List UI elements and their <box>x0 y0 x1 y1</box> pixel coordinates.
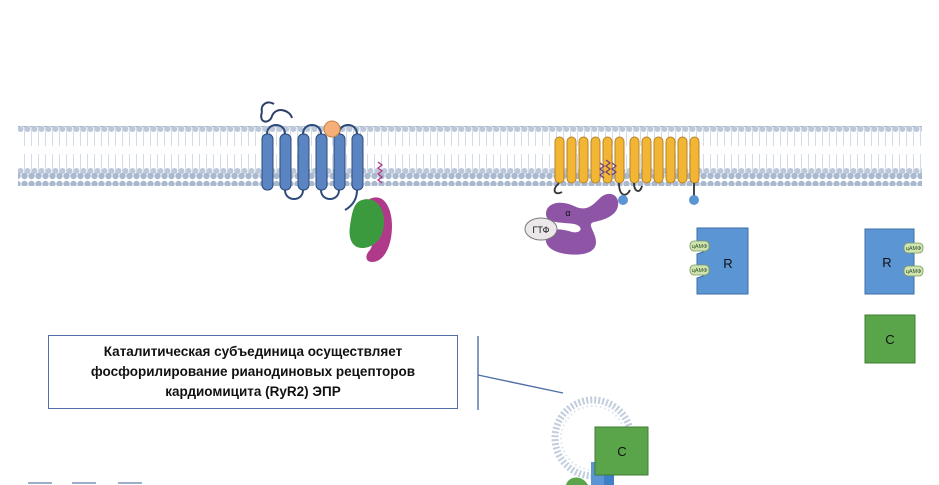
pka-regulatory-subunit-2: цАМФ цАМФ R <box>864 228 924 295</box>
camp-label: цАМФ <box>692 244 708 250</box>
adenylyl-cyclase <box>553 136 700 205</box>
caption-line-3: кардиомицита (RyR2) ЭПР <box>165 384 341 399</box>
gtp-label: ГТФ <box>533 225 550 235</box>
pka-catalytic-subunit-free: C <box>864 314 916 364</box>
alpha-label: α <box>565 208 570 218</box>
camp-label: цАМФ <box>692 268 708 274</box>
gpcr-receptor-blue <box>260 101 364 211</box>
regulatory-label: R <box>882 255 891 270</box>
caption-line-1: Каталитическая субъединица осуществляет <box>103 344 403 359</box>
g-alpha-subunit: α <box>545 193 619 255</box>
caption-line-2: фосфорилирование рианодиновых рецепторов <box>90 364 416 379</box>
caption-connector <box>477 374 564 394</box>
pka-catalytic-subunit-bound: C <box>594 426 649 476</box>
ligand-ball <box>323 120 341 138</box>
camp-label: цАМФ <box>906 246 922 252</box>
regulatory-label: R <box>723 256 732 271</box>
caption-box: Каталитическая субъединица осуществляет … <box>48 335 458 409</box>
camp-label: цАМФ <box>906 269 922 275</box>
arrestin-complex <box>349 161 392 262</box>
caption-text: Каталитическая субъединица осуществляет … <box>91 342 415 402</box>
catalytic-label: C <box>885 332 894 347</box>
pka-regulatory-subunit-1: цАМФ цАМФ R <box>689 227 749 295</box>
gtp-molecule: ГТФ <box>524 217 558 241</box>
cell-membrane <box>18 126 922 186</box>
catalytic-label: C <box>617 444 626 459</box>
